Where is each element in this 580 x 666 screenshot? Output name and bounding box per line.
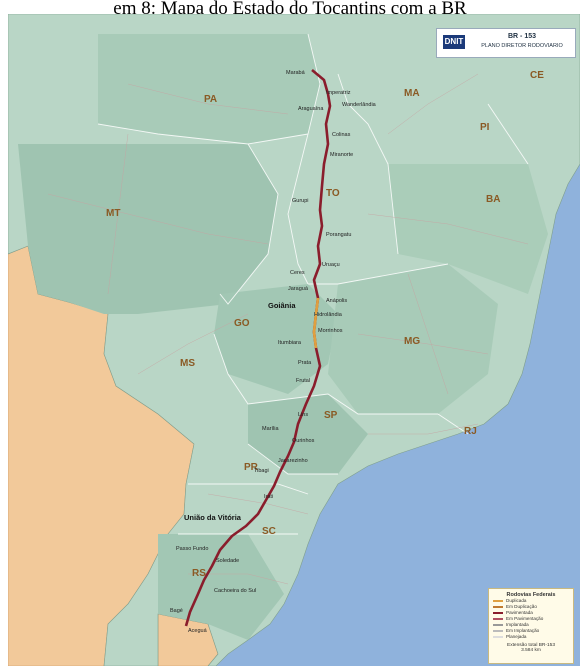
city-label-irati: Irati: [264, 494, 273, 500]
legend-item-label: Em Pavimentação: [506, 616, 544, 621]
city-label-ourinhos: Ourinhos: [292, 438, 315, 444]
city-label-itumbiara: Itumbiara: [278, 340, 302, 346]
city-label-imperatriz: Imperatriz: [326, 90, 351, 96]
state-label-sp: SP: [324, 410, 338, 421]
br-153-route: [184, 69, 332, 627]
city-label-uruacu: Uruaçu: [322, 262, 340, 268]
city-label-hidrolandia: Hidrolândia: [314, 312, 343, 318]
city-label-porangatu: Porangatu: [326, 232, 351, 238]
legend-item: Em Implantação: [489, 628, 573, 634]
city-label-goiania: Goiânia: [268, 301, 296, 310]
state-area-sp: [248, 394, 368, 474]
badge-subtitle: PLANO DIRETOR RODOVIÁRIO: [481, 43, 563, 49]
city-label-uniao-da-vitoria: União da Vitória: [184, 513, 242, 522]
city-label-anapolis: Anápolis: [326, 298, 347, 304]
state-label-mg: MG: [404, 336, 420, 347]
state-label-go: GO: [234, 318, 250, 329]
legend-item: Em Pavimentação: [489, 616, 573, 622]
state-borders: [97, 33, 529, 535]
state-label-rj: RJ: [464, 426, 477, 437]
city-label-maraba: Marabá: [286, 70, 306, 76]
city-label-marilia: Marília: [262, 426, 279, 432]
state-area-pa: [98, 34, 320, 144]
legend-swatch: [493, 611, 503, 614]
legend-swatch: [493, 599, 503, 602]
legend-footer-line2: 3.584 km: [521, 648, 541, 653]
legend-item: Implantada: [489, 622, 573, 628]
city-label-morrinhos: Morrinhos: [318, 328, 343, 334]
legend-swatch: [493, 617, 503, 620]
state-label-mt: MT: [106, 208, 120, 219]
legend-swatch: [493, 635, 503, 638]
map-title-badge: DNIT BR - 153 PLANO DIRETOR RODOVIÁRIO: [436, 28, 576, 58]
legend-item-label: Implantada: [506, 622, 529, 627]
city-label-lins: Lins: [298, 412, 308, 418]
state-label-pr: PR: [244, 462, 259, 473]
city-label-soledade: Soledade: [216, 558, 239, 564]
city-label-wanderlandia: Wanderlândia: [342, 102, 377, 108]
legend-item: Pavimentada: [489, 610, 573, 616]
city-label-ceres: Ceres: [290, 270, 305, 276]
city-label-acegua: Aceguá: [188, 628, 208, 634]
state-area-mt: [18, 144, 278, 314]
br-153-duplicated-segment: [312, 297, 320, 349]
legend-swatch: [493, 623, 503, 626]
dnit-logo: DNIT: [443, 35, 465, 49]
legend-item-label: Em Implantação: [506, 628, 540, 633]
city-label-gurupi: Gurupi: [292, 198, 309, 204]
state-label-sc: SC: [262, 526, 276, 537]
state-label-pa: PA: [204, 94, 217, 105]
legend-item: Planejada: [489, 634, 573, 640]
state-label-rs: RS: [192, 568, 206, 579]
state-label-ba: BA: [486, 194, 500, 205]
city-label-bage: Bagé: [170, 608, 183, 614]
legend-swatch: [493, 629, 503, 632]
city-label-passo-fundo: Passo Fundo: [176, 546, 208, 552]
figure-caption: em 8: Mapa do Estado do Tocantins com a …: [113, 0, 467, 18]
state-label-pi: PI: [480, 122, 490, 133]
city-label-araguaina: Araguaína: [298, 106, 324, 112]
legend-item-label: Planejada: [506, 634, 527, 639]
city-label-tibagi: Tibagi: [254, 468, 269, 474]
city-label-jaragua: Jaraguá: [288, 286, 309, 292]
state-area-mg: [328, 264, 498, 414]
state-label-to: TO: [326, 188, 340, 199]
legend-item: Em Duplicação: [489, 604, 573, 610]
state-label-ms: MS: [180, 358, 195, 369]
state-label-ma: MA: [404, 88, 420, 99]
city-label-cachoeira-do-sul: Cachoeira do Sul: [214, 588, 256, 594]
legend-footer-line1: Extensão total BR-153: [507, 643, 555, 648]
city-label-jacarezinho: Jacarezinho: [278, 458, 308, 464]
legend-item-label: Pavimentada: [506, 610, 533, 615]
state-area-go: [214, 284, 338, 394]
city-label-prata: Prata: [298, 360, 312, 366]
map-svg: PA MA CE PI BA MT TO GO MS MG SP RJ PR S…: [8, 14, 580, 666]
map-canvas: PA MA CE PI BA MT TO GO MS MG SP RJ PR S…: [8, 14, 580, 666]
city-label-frutal: Frutal: [296, 378, 310, 384]
badge-title: BR - 153: [507, 33, 536, 40]
city-label-miranorte: Miranorte: [330, 152, 353, 158]
state-label-ce: CE: [530, 70, 544, 81]
city-label-colinas: Colinas: [332, 132, 351, 138]
minor-roads: [47, 73, 529, 585]
legend-item-label: Duplicada: [506, 598, 527, 603]
legend-swatch: [493, 605, 503, 608]
legend-item: Duplicada: [489, 598, 573, 604]
legend-title: Rodovias Federais: [506, 592, 556, 598]
legend-item-label: Em Duplicação: [506, 604, 537, 609]
